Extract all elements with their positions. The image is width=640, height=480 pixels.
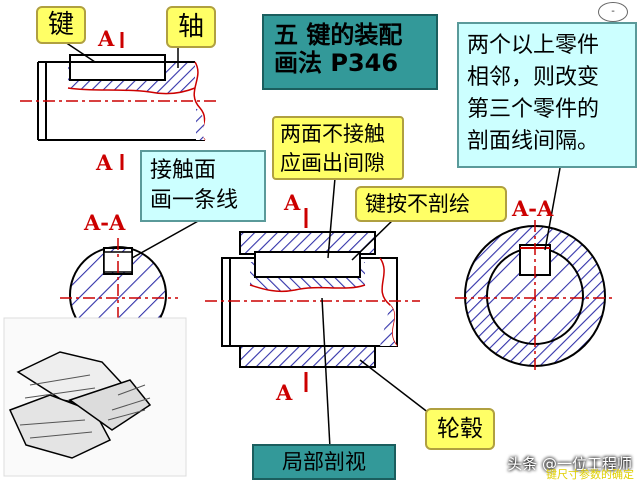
- leader-lines: [61, 39, 561, 449]
- shaft-callout: 轴: [166, 6, 216, 48]
- title-line2: 画法 P346: [274, 48, 399, 77]
- contact-line-1: 接触面: [150, 158, 217, 183]
- watermark: 头条 @一位工程师: [507, 455, 632, 473]
- section-label-left: A-A: [84, 210, 126, 235]
- key-callout: 键: [36, 6, 86, 44]
- partial-section-callout: 局部剖视: [252, 444, 396, 480]
- non-contact-line-2: 应画出间隙: [280, 151, 385, 175]
- cut-label-mid-top: A: [284, 190, 301, 215]
- note-line-1: 两个以上零件: [467, 33, 600, 58]
- contact-surface-callout: 接触面 画一条线: [140, 150, 266, 222]
- title-box: 五 键的装配 画法 P346: [262, 14, 438, 90]
- contact-line-2: 画一条线: [150, 188, 239, 213]
- three-parts-note: 两个以上零件 相邻，则改变 第三个零件的 剖面线间隔。: [457, 22, 637, 168]
- cut-label-top: A: [98, 26, 115, 51]
- non-contact-callout: 两面不接触 应画出间隙: [272, 116, 404, 180]
- cut-label-mid-bottom: A: [276, 380, 293, 405]
- note-line-4: 剖面线间隔。: [467, 129, 600, 154]
- cut-label-bottom: A: [96, 150, 113, 175]
- non-contact-line-1: 两面不接触: [280, 122, 385, 146]
- middle-assembly-view: [205, 208, 420, 392]
- section-label-right: A-A: [512, 196, 554, 221]
- top-shaft-view: [20, 32, 220, 170]
- key-not-sectioned-callout: 键按不剖绘: [355, 186, 507, 222]
- perspective-sketch: [3, 317, 187, 477]
- watermark-sub: 键尺寸参数的确定: [546, 468, 634, 480]
- hub-callout: 轮毂: [425, 408, 495, 450]
- page-badge: -: [598, 2, 628, 22]
- note-line-2: 相邻，则改变: [467, 65, 600, 90]
- note-line-3: 第三个零件的: [467, 97, 600, 122]
- right-section-view: [455, 220, 615, 372]
- title-line1: 五 键的装配: [274, 21, 403, 49]
